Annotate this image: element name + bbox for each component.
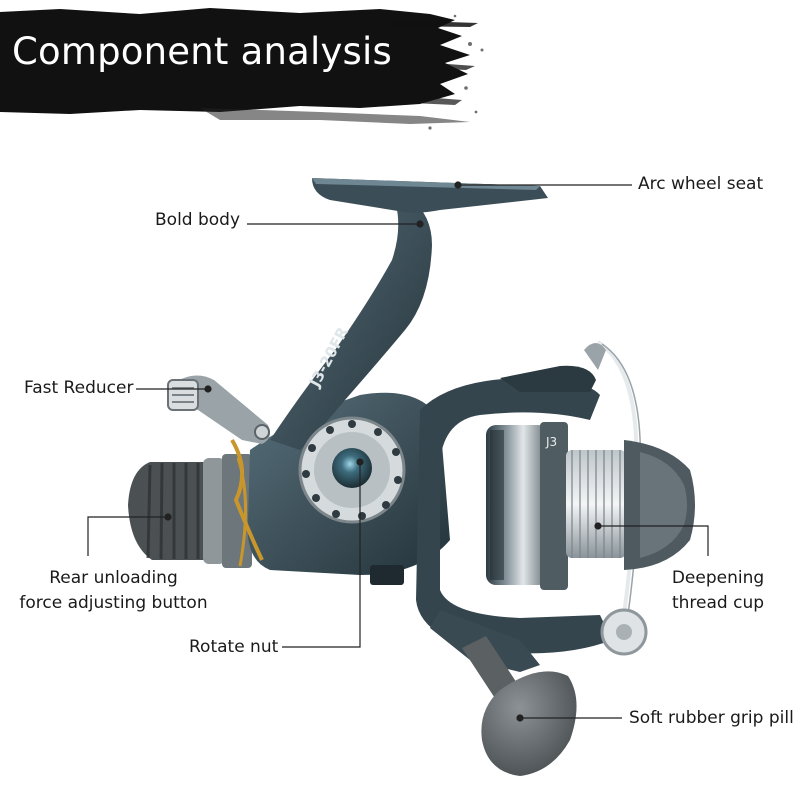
brush-stroke-main <box>0 8 470 114</box>
brush-stroke-streak-2 <box>420 62 475 70</box>
leader-fast-reducer <box>136 385 212 393</box>
leader-deepening-thread-cup <box>594 522 709 556</box>
fast-reducer-lever <box>167 375 270 444</box>
label-rotate-nut: Rotate nut <box>189 637 279 657</box>
leader-rear-unloading <box>87 513 172 556</box>
brush-stroke-dry-edge <box>200 108 470 124</box>
thread-cup <box>566 440 695 570</box>
label-deepening-line2: thread cup <box>671 593 765 613</box>
gold-trim <box>230 438 264 561</box>
rotate-nut <box>298 416 406 524</box>
brush-speckles <box>428 14 484 130</box>
leader-rotate-nut <box>282 458 364 648</box>
label-rear-unloading-line1: Rear unloading <box>49 568 178 588</box>
rear-drag-knob <box>128 454 252 568</box>
label-bold-body: Bold body <box>155 210 241 230</box>
reel-stem <box>270 198 432 450</box>
spool-text: J3 <box>545 435 557 449</box>
leader-soft-rubber-grip <box>516 714 622 722</box>
brush-stroke-streak-1 <box>390 20 478 27</box>
leader-bold-body <box>247 220 424 228</box>
label-fast-reducer: Fast Reducer <box>24 378 134 398</box>
label-rear-unloading: Rear unloading force adjusting button <box>16 566 211 616</box>
label-rear-unloading-line2: force adjusting button <box>19 593 208 613</box>
label-deepening-thread-cup: Deepening thread cup <box>668 566 768 616</box>
label-soft-rubber-grip: Soft rubber grip pill <box>629 708 794 728</box>
bail-roller-center <box>616 624 632 640</box>
leader-arc-wheel-seat <box>454 181 632 189</box>
label-arc-wheel-seat: Arc wheel seat <box>638 174 764 194</box>
label-deepening-line1: Deepening <box>671 568 765 588</box>
soft-rubber-grip <box>481 671 577 776</box>
spool: J3 <box>486 422 568 590</box>
bail-clip <box>584 343 606 370</box>
brush-stroke-streak-3 <box>410 96 462 105</box>
foot-plate-highlight <box>312 178 540 190</box>
rotor-arm-top <box>500 365 596 392</box>
drag-notch <box>370 565 404 585</box>
page-title: Component analysis <box>12 30 392 73</box>
